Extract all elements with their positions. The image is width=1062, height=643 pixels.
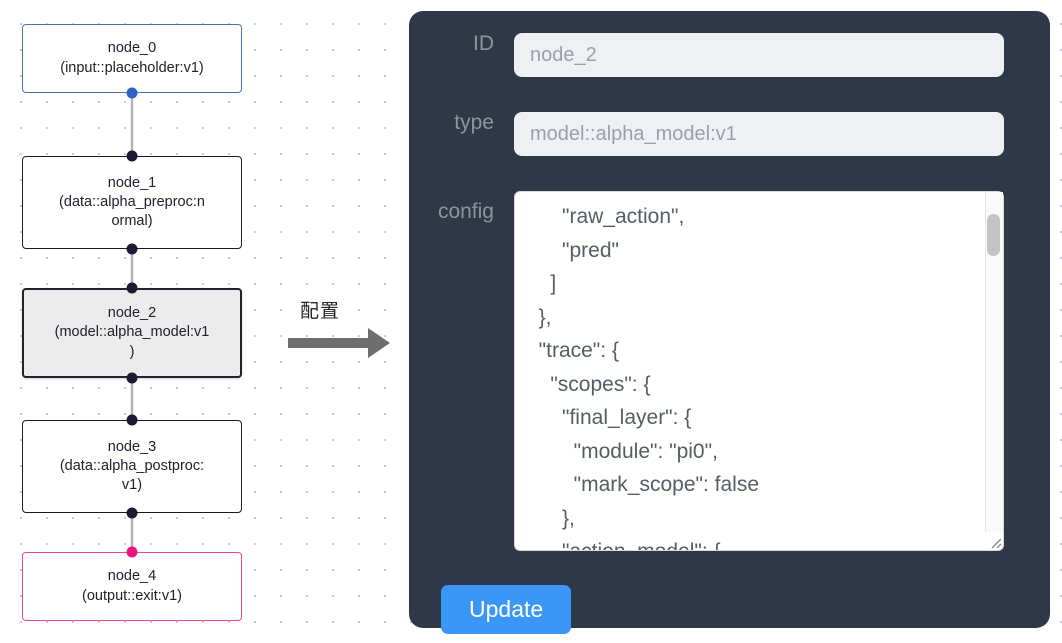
node-label: node_3 (data::alpha_postproc: v1) [59,438,205,494]
node_4-input-port[interactable] [126,546,138,558]
node-label: node_1 (data::alpha_preproc:n ormal) [59,174,205,230]
node_3-input-port[interactable] [126,414,138,426]
config-field-row: config [409,191,1050,551]
graph-node-node_4[interactable]: node_4 (output::exit:v1) [22,552,242,621]
config-editor-wrapper [514,191,1004,551]
id-field-label: ID [473,32,494,55]
graph-node-node_3[interactable]: node_3 (data::alpha_postproc: v1) [22,420,242,513]
id-input[interactable] [514,33,1004,77]
transition-label: 配置 [300,300,341,322]
update-button[interactable]: Update [441,585,572,634]
node_3-output-port[interactable] [126,507,138,519]
config-scrollbar[interactable] [985,192,1003,532]
resize-handle-icon[interactable] [986,533,1002,549]
config-field-label: config [437,200,494,223]
config-scrollbar-thumb[interactable] [987,214,1000,256]
node_1-output-port[interactable] [126,243,138,255]
type-field-row: type [409,112,1050,156]
graph-node-node_1[interactable]: node_1 (data::alpha_preproc:n ormal) [22,156,242,249]
node_2-input-port[interactable] [126,282,138,294]
node-label: node_2 (model::alpha_model:v1 ) [54,305,210,360]
node-label: node_4 (output::exit:v1) [82,568,182,604]
type-input[interactable] [514,112,1004,156]
node_1-input-port[interactable] [126,150,138,162]
node_2-output-port[interactable] [126,372,138,384]
graph-node-node_2[interactable]: node_2 (model::alpha_model:v1 ) [22,288,242,378]
arrow-right-icon [288,328,390,358]
config-textarea[interactable] [514,191,1004,551]
transition-annotation: 配置 [286,296,398,364]
id-field-row: ID [409,33,1050,77]
type-field-label: type [454,111,494,134]
node-inspector-panel: ID type config Update [409,11,1050,634]
node_0-output-port[interactable] [126,87,138,99]
node-label: node_0 (input::placeholder:v1) [60,40,204,76]
graph-node-node_0[interactable]: node_0 (input::placeholder:v1) [22,24,242,93]
